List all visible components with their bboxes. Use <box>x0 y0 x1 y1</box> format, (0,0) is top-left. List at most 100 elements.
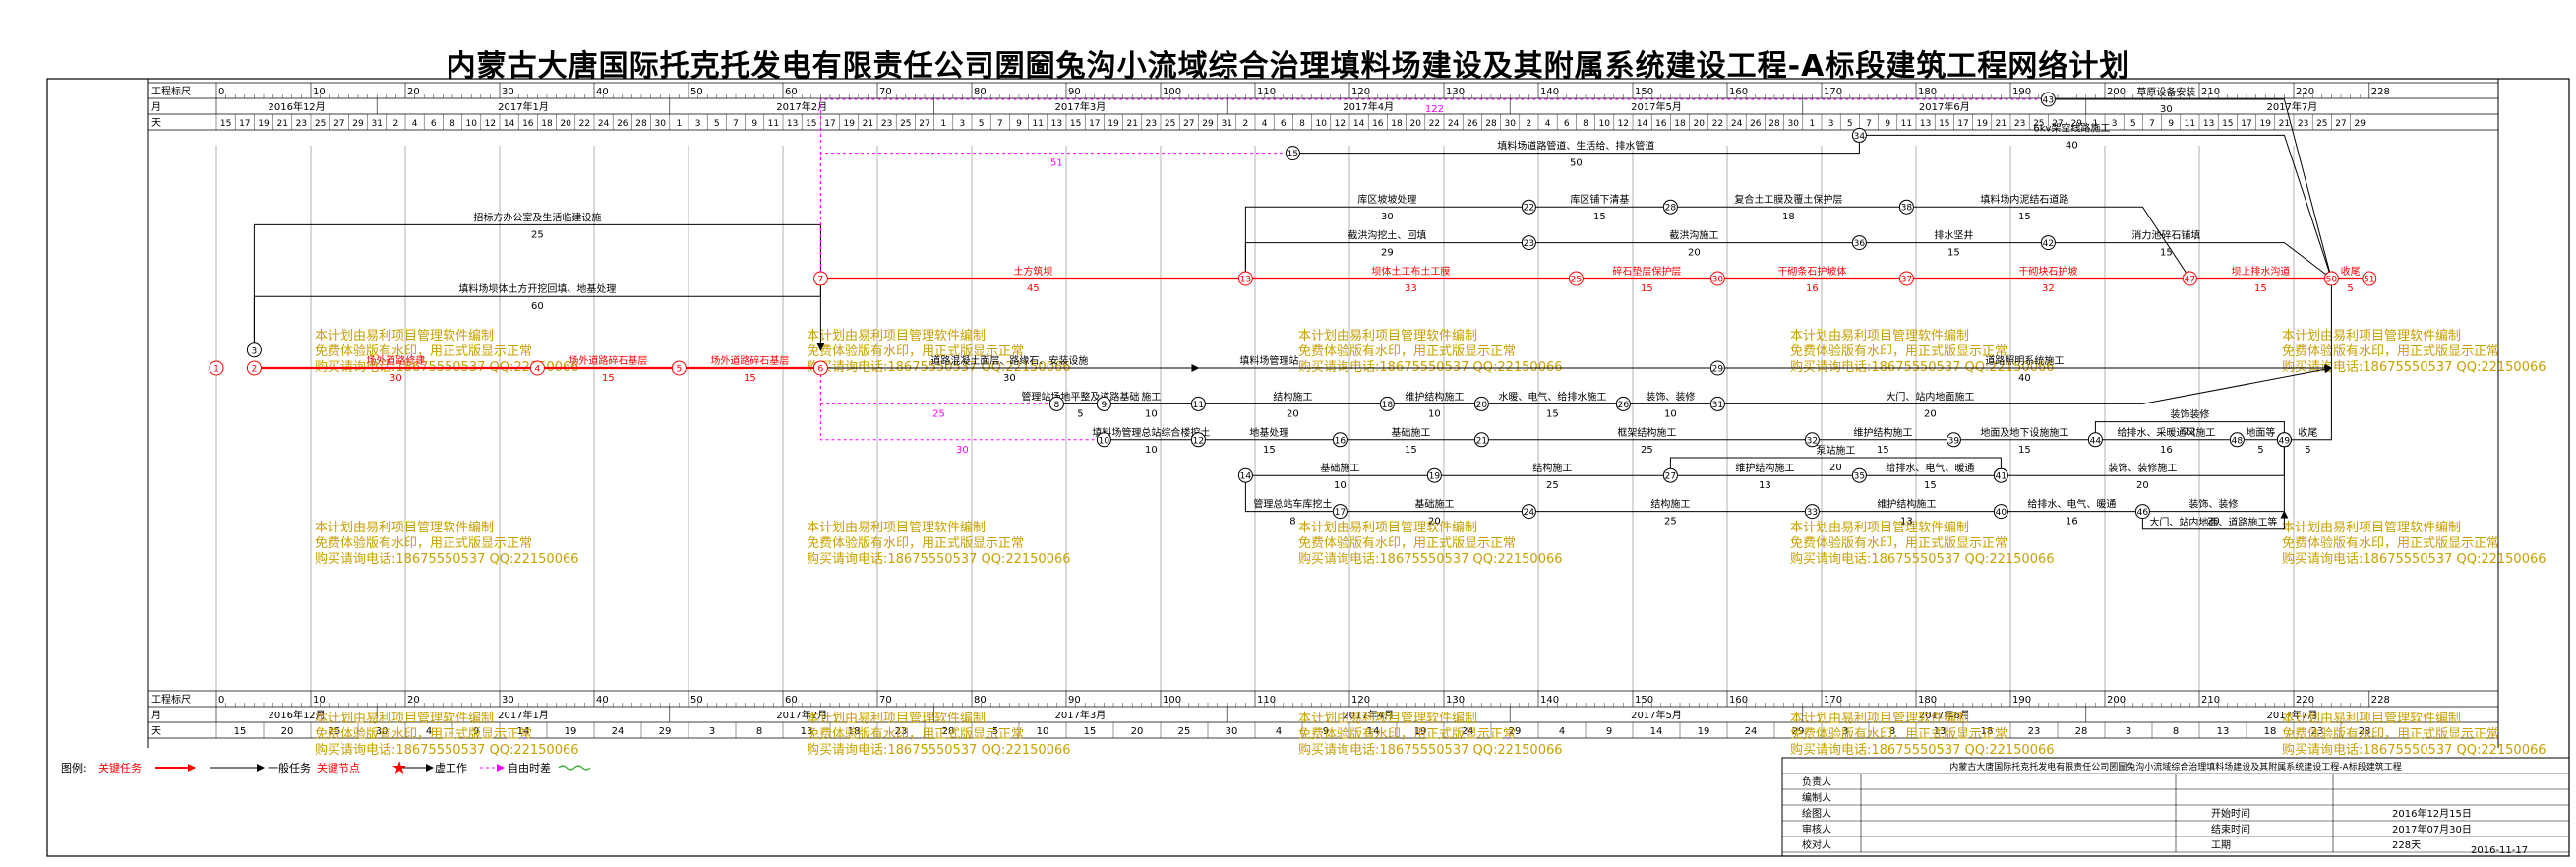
day-label: 26 <box>1750 119 1762 129</box>
activity-name: 装饰、装修 <box>2188 498 2238 511</box>
watermark-text: 本计划由易利项目管理软件编制 <box>2282 329 2461 343</box>
tick-label: 0 <box>218 87 224 97</box>
day-label: 29 <box>352 119 364 129</box>
node-number: 39 <box>1948 436 1960 446</box>
activity-name: 道路混凝土面层、路缘石、安装设施 <box>930 354 1088 367</box>
info-project: 内蒙古大唐国际托克托发电有限责任公司圐圙兔沟小流域综合治理填料场建设及其附属系统… <box>1949 761 2401 773</box>
watermark-text: 购买请询电话:18675550537 QQ:22150066 <box>807 742 1071 758</box>
day-label: 27 <box>2052 119 2063 129</box>
activity-name: 基础施工 <box>1320 462 1359 474</box>
node-number: 8 <box>1054 401 1060 410</box>
month-label: 2017年3月 <box>1054 709 1106 721</box>
day-label: 4 <box>426 726 432 737</box>
node-number: 26 <box>1618 401 1630 410</box>
node-number: 46 <box>2137 508 2149 518</box>
activity-name: 填料场坝体土方开挖回填、地基处理 <box>458 282 616 295</box>
tick-label: 80 <box>974 695 987 706</box>
activity-duration: 18 <box>1782 212 1795 222</box>
network-node <box>1898 199 1914 215</box>
activity-name: 收尾 <box>2298 426 2317 439</box>
day-label: 25 <box>1165 119 1175 129</box>
day-label: 21 <box>863 119 873 129</box>
network-node <box>1473 396 1489 411</box>
day-label: 25 <box>900 119 911 129</box>
day-label: 9 <box>1885 119 1890 129</box>
network-node <box>1993 467 2008 483</box>
activity-name: 地面等 <box>2246 426 2275 439</box>
day-label: 3 <box>2112 119 2118 129</box>
node-number: 21 <box>1476 436 1487 446</box>
day-label: 9 <box>1323 726 1329 737</box>
watermark-text: 购买请询电话:18675550537 QQ:22150066 <box>315 742 579 758</box>
activity-name: 场外道路碎石基层 <box>569 354 647 367</box>
page-title: 内蒙古大唐国际托克托发电有限责任公司圐圙兔沟小流域综合治理填料场建设及其附属系统… <box>446 49 2130 84</box>
activity-name: 填料场管理站 <box>1239 354 1298 367</box>
day-label: 25 <box>315 119 326 129</box>
node-number: 44 <box>2090 436 2102 446</box>
outer-frame <box>46 78 2570 857</box>
day-label: 11 <box>768 119 779 129</box>
activity-name: 填料场道路管道、生活给、排水管道 <box>1497 140 1654 153</box>
tick-label: 170 <box>1824 695 1842 706</box>
day-label: 27 <box>333 119 344 129</box>
activity-duration: 20 <box>1829 463 1842 473</box>
day-label: 29 <box>1792 726 1805 737</box>
network-node <box>671 360 687 376</box>
network-node <box>1851 235 1867 251</box>
scale-row-label: 工程标尺 <box>151 86 191 97</box>
day-label: 29 <box>1202 119 1214 129</box>
activity-duration: 5 <box>1077 408 1083 419</box>
activity-duration: 15 <box>1593 212 1606 222</box>
day-label: 11 <box>1901 119 1912 129</box>
day-label: 17 <box>1089 119 1100 129</box>
day-label: 17 <box>1957 119 1968 129</box>
activity-name: 基础施工 <box>1391 426 1430 439</box>
network-node <box>1285 146 1300 161</box>
day-label: 24 <box>612 726 625 737</box>
day-label: 8 <box>1889 726 1895 737</box>
activity-name: 复合土工膜及覆土保护层 <box>1734 193 1842 206</box>
node-number: 29 <box>1712 365 1724 375</box>
day-label: 25 <box>329 726 341 737</box>
activity-arrow <box>253 278 825 350</box>
day-label: 23 <box>1146 119 1157 129</box>
network-node <box>1615 396 1631 411</box>
day-label: 5 <box>979 119 985 129</box>
day-label: 31 <box>371 119 382 129</box>
info-key: 开始时间 <box>2211 807 2250 820</box>
day-label: 13 <box>787 119 798 129</box>
network-node <box>1190 432 1206 448</box>
activity-name: 填料场管理总站综合楼挖土 <box>1092 426 1210 439</box>
info-key: 结束时间 <box>2211 823 2250 836</box>
day-label: 27 <box>919 119 929 129</box>
day-label: 14 <box>1650 726 1663 737</box>
network-node <box>1426 467 1442 483</box>
month-label: 2017年3月 <box>1054 100 1106 113</box>
day-label: 19 <box>1698 726 1710 737</box>
day-label: 19 <box>843 119 855 129</box>
activity-name: 施工 <box>1141 390 1161 403</box>
day-label: 21 <box>276 119 287 129</box>
activity-name: 维护结构施工 <box>1853 426 1912 439</box>
network-node <box>1709 360 1725 376</box>
activity-duration: 45 <box>1027 283 1040 294</box>
legend-critical-text: 关键任务 <box>98 761 142 774</box>
node-number: 16 <box>1335 436 1347 446</box>
tick-label: 40 <box>596 87 609 97</box>
network-node <box>1709 271 1725 286</box>
day-label: 25 <box>2316 119 2327 129</box>
day-label: 12 <box>485 119 496 129</box>
day-label: 2 <box>1243 119 1249 129</box>
network-node <box>1521 504 1536 520</box>
activity-duration: 15 <box>1641 283 1653 294</box>
day-label: 12 <box>1618 119 1629 129</box>
day-label: 14 <box>517 726 530 737</box>
day-label: 1 <box>677 119 683 129</box>
activity-duration: 30 <box>1381 212 1394 222</box>
scale-row-label: 天 <box>151 726 161 737</box>
activity-arrow <box>2094 421 2289 441</box>
day-label: 20 <box>281 726 294 737</box>
day-label: 31 <box>1221 119 1231 129</box>
watermark-text: 本计划由易利项目管理软件编制 <box>2282 521 2461 535</box>
